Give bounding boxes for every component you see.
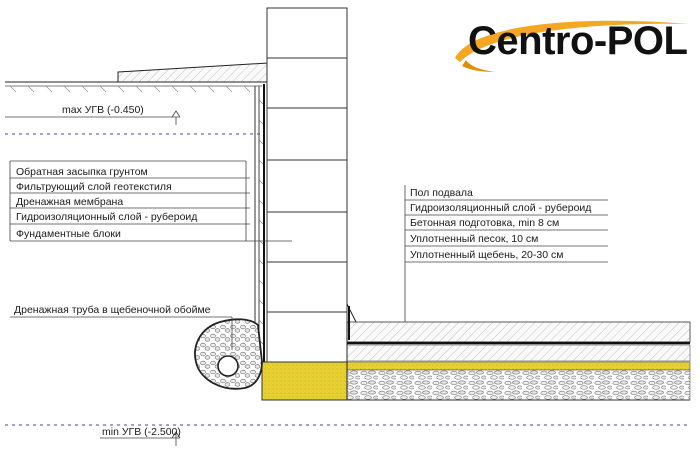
max-water-level-marker	[5, 110, 262, 135]
basement-floor-layers	[346, 303, 691, 401]
drain-pipe-icon	[217, 355, 239, 377]
drainage-pipe-assembly	[194, 318, 263, 390]
label-drain-membrane: Дренажная мембрана	[16, 196, 124, 208]
min-water-level-marker	[5, 424, 690, 446]
label-foundation-blocks: Фундаментные блоки	[16, 228, 121, 240]
label-drain-pipe: Дренажная труба в щебеночной обойме	[14, 304, 211, 316]
label-waterproofing-right: Гидроизоляционный слой - рубероид	[410, 202, 592, 214]
min-water-level-label: min УГВ (-2.500)	[102, 426, 181, 438]
label-backfill: Обратная засыпка грунтом	[16, 166, 148, 178]
logo-text: Centro-POL	[468, 19, 688, 63]
ground-surface	[5, 81, 262, 93]
label-concrete-prep: Бетонная подготовка, min 8 см	[410, 217, 560, 229]
logo-swoosh-icon	[455, 20, 690, 72]
right-leader-lines	[404, 185, 608, 322]
footing-sand-pad	[261, 361, 348, 401]
left-leader-lines	[9, 160, 292, 350]
label-compacted-sand: Уплотненный песок, 10 см	[410, 233, 539, 245]
blind-area-slab	[117, 62, 269, 83]
max-water-level-label: max УГВ (-0.450)	[62, 104, 144, 116]
label-geotextile: Фильтрующий слой геотекстиля	[16, 181, 172, 193]
label-basement-floor: Пол подвала	[410, 187, 473, 199]
label-waterproofing-left: Гидроизоляционный слой - рубероид	[16, 211, 198, 223]
foundation-blocks	[266, 7, 348, 363]
label-compacted-gravel: Уплотненный щебень, 20-30 см	[410, 249, 564, 261]
